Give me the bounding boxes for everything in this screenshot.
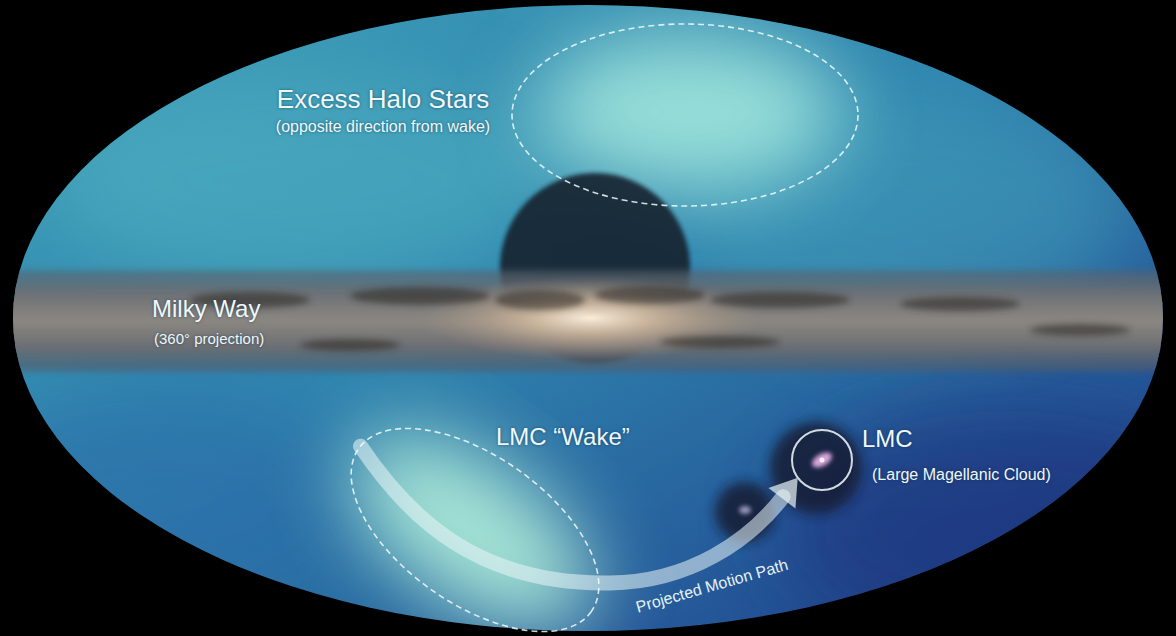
region-note: (opposite direction from wake) <box>233 118 533 136</box>
dashed-ellipse <box>512 24 858 206</box>
band-note: (360° projection) <box>154 331 264 348</box>
galaxy-title: LMC <box>862 426 913 452</box>
milky-way-band <box>0 270 1176 372</box>
region-title: Excess Halo Stars <box>233 85 533 114</box>
dashed-ellipse <box>316 388 634 636</box>
path-label: Projected Motion Path <box>634 556 790 616</box>
galaxy-note: (Large Magellanic Cloud) <box>872 466 1051 484</box>
region-title: LMC “Wake” <box>496 424 630 450</box>
lmc-core <box>820 458 825 463</box>
dashed-ellipse <box>345 428 605 632</box>
lmc-galaxy <box>809 449 834 470</box>
circle-outline <box>792 430 852 490</box>
halo-glow <box>533 32 843 192</box>
arrow-head <box>768 478 797 509</box>
dust-lanes <box>190 286 1130 351</box>
smc-galaxy <box>739 506 751 514</box>
lmc-marker: LMC(Large Magellanic Cloud) <box>792 430 852 490</box>
dashed-ellipse <box>510 22 860 208</box>
galaxy-band: Milky Way (360° projection) <box>40 268 1140 374</box>
halo-region: Excess Halo Stars(opposite direction fro… <box>510 22 860 208</box>
band-title: Milky Way <box>152 296 260 322</box>
wake-region: LMC “Wake” <box>345 428 605 632</box>
circle-outline <box>792 430 852 490</box>
motion-path-arrow <box>360 446 783 583</box>
